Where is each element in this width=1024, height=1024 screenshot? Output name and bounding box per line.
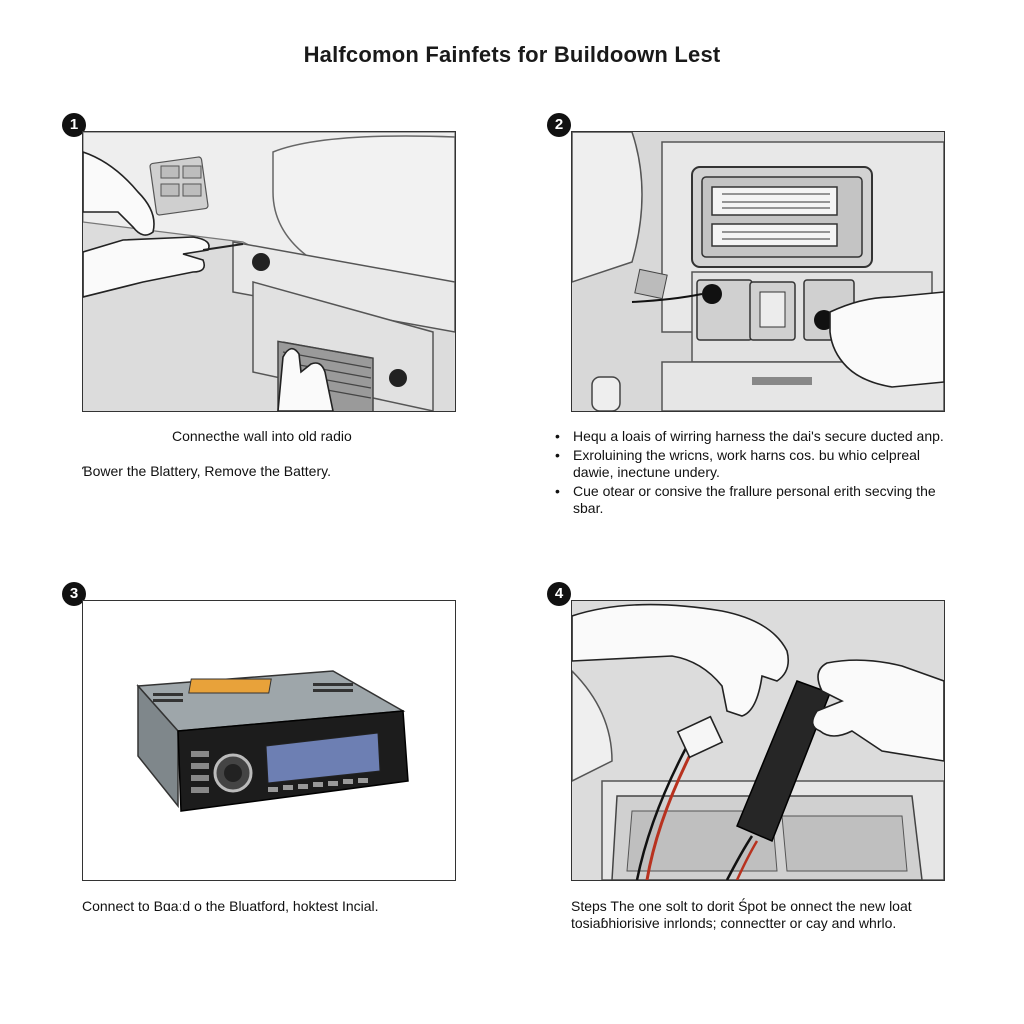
remove-trim-panel-drawing bbox=[83, 132, 455, 411]
step-3-caption: Connect to Bɑaːd o the Bluatford, hoktes… bbox=[82, 898, 379, 914]
connect-adapter-drawing bbox=[572, 601, 944, 880]
wiring-harness-console-drawing bbox=[572, 132, 944, 411]
step-1-caption-2: Ɓower the Blattery, Remove the Battery. bbox=[82, 463, 331, 479]
step-2-bullet: Hequ a loais of wirring harness the dai'… bbox=[555, 428, 955, 445]
step-4-illustration bbox=[571, 600, 945, 881]
step-1-illustration bbox=[82, 131, 456, 412]
step-4-caption: Steps The one solt to dorit Śpot be onne… bbox=[571, 898, 912, 931]
step-2-badge: 2 bbox=[547, 113, 571, 137]
step-3-illustration bbox=[82, 600, 456, 881]
step-2-bullet: Cue otear or consive the frallure person… bbox=[555, 483, 955, 517]
step-2-bullet-list: Hequ a loais of wirring harness the dai'… bbox=[555, 428, 955, 519]
step-1-caption-1: Connecthe wall into old radio bbox=[172, 428, 352, 444]
new-radio-unit-drawing bbox=[83, 601, 455, 880]
step-4-badge: 4 bbox=[547, 582, 571, 606]
page-title: Halfcomon Fainfets for Buildoown Lest bbox=[303, 42, 721, 67]
step-2-bullet: Exroluining the wricns, work harns cos. … bbox=[555, 447, 955, 481]
step-1-badge: 1 bbox=[62, 113, 86, 137]
step-2-illustration bbox=[571, 131, 945, 412]
